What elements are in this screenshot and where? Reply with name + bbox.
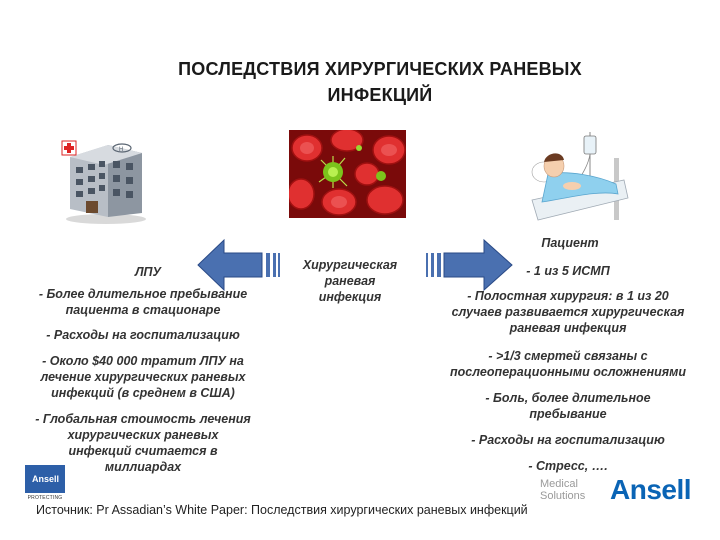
left-item-3-line-2: лечение хирургических раневых (18, 369, 268, 385)
right-heading: Пациент (510, 236, 630, 250)
right-item-5-line-1: - Расходы на госпитализацию (428, 432, 708, 448)
left-item-1-line-1: - Более длительное пребывание (18, 286, 268, 302)
left-arrow (196, 238, 284, 292)
right-item-4-line-1: - Боль, более длительное (428, 390, 708, 406)
medical-line: Medical (540, 478, 585, 490)
right-item-2-line-2: случаев развивается хирургическая (428, 304, 708, 320)
left-item-3-line-3: инфекций (в среднем в США) (18, 385, 268, 401)
right-item-1-line-1: - 1 из 5 ИСМП (428, 263, 708, 279)
solutions-line: Solutions (540, 490, 585, 502)
right-item-6: - Стресс, …. (428, 458, 708, 474)
left-item-2: - Расходы на госпитализацию (18, 327, 268, 343)
left-item-4-line-1: - Глобальная стоимость лечения (18, 411, 268, 427)
title-line-2: ИНФЕКЦИЙ (80, 82, 680, 108)
page-title: ПОСЛЕДСТВИЯ ХИРУРГИЧЕСКИХ РАНЕВЫХ ИНФЕКЦ… (80, 56, 680, 108)
center-label-line-3: инфекция (292, 289, 408, 305)
ansell-logo: Ansell (610, 474, 691, 506)
right-item-2-line-3: раневая инфекция (428, 320, 708, 336)
center-label: Хирургическая раневая инфекция (292, 257, 408, 305)
left-heading: ЛПУ (98, 265, 198, 279)
left-item-1: - Более длительное пребывание пациента в… (18, 286, 268, 318)
right-item-3-line-2: послеоперационными осложнениями (428, 364, 708, 380)
right-item-5: - Расходы на госпитализацию (428, 432, 708, 448)
left-item-1-line-2: пациента в стационаре (18, 302, 268, 318)
right-item-3-line-1: - >1/3 смертей связаны с (428, 348, 708, 364)
left-item-2-line-1: - Расходы на госпитализацию (18, 327, 268, 343)
infection-microscopy-image (289, 130, 406, 218)
left-item-4-line-2: хирургических раневых (18, 427, 268, 443)
center-label-line-1: Хирургическая (292, 257, 408, 273)
patient-illustration (528, 128, 633, 228)
title-line-1: ПОСЛЕДСТВИЯ ХИРУРГИЧЕСКИХ РАНЕВЫХ (80, 56, 680, 82)
right-item-2-line-1: - Полостная хирургия: в 1 из 20 (428, 288, 708, 304)
medical-solutions-label: Medical Solutions (540, 478, 585, 502)
ansell-small-logo-caption: PROTECTING (25, 495, 65, 501)
svg-text:H: H (119, 147, 123, 153)
hospital-illustration: H (56, 135, 156, 225)
left-item-4-line-3: инфекций считается в (18, 443, 268, 459)
left-item-3-line-1: - Около $40 000 тратит ЛПУ на (18, 353, 268, 369)
right-item-6-line-1: - Стресс, …. (428, 458, 708, 474)
center-label-line-2: раневая (292, 273, 408, 289)
svg-text:Ansell: Ansell (32, 474, 59, 484)
right-item-3: - >1/3 смертей связаны с послеоперационн… (428, 348, 708, 380)
source-note: Источник: Pr Assadian’s White Paper: Пос… (36, 503, 596, 517)
ansell-wordmark-icon: Ansell (30, 469, 60, 489)
right-item-4: - Боль, более длительное пребывание (428, 390, 708, 422)
right-item-4-line-2: пребывание (428, 406, 708, 422)
ansell-small-logo-mark: Ansell (25, 465, 65, 493)
left-item-3: - Около $40 000 тратит ЛПУ на лечение хи… (18, 353, 268, 401)
ansell-small-logo: Ansell PROTECTING (25, 465, 65, 503)
right-item-1: - 1 из 5 ИСМП (428, 263, 708, 279)
right-item-2: - Полостная хирургия: в 1 из 20 случаев … (428, 288, 708, 336)
